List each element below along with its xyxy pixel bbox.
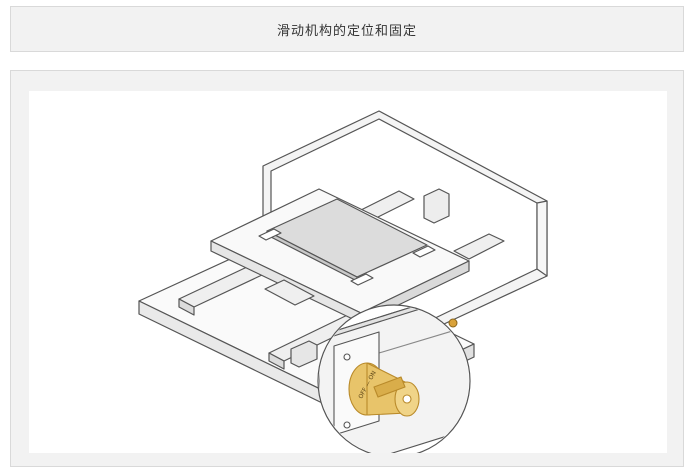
clamp-1 — [258, 228, 282, 241]
clamp-3 — [412, 245, 436, 258]
end-stop — [290, 340, 318, 368]
figure-panel: OFF — ON — [10, 70, 684, 467]
stopper-block — [423, 188, 450, 224]
detail-magnifier: OFF — ON — [317, 304, 471, 453]
figure-canvas: OFF — ON — [29, 91, 667, 453]
rail-back-2 — [453, 233, 505, 260]
rail-right-side — [268, 352, 285, 370]
knob-grip — [373, 376, 406, 398]
clamp-2 — [350, 273, 374, 286]
rail-left-side — [178, 298, 195, 316]
screw-top — [343, 353, 351, 361]
right-wall — [536, 200, 548, 277]
slide-mechanism-illustration: OFF — ON — [138, 110, 548, 453]
screw-bottom — [343, 421, 351, 429]
knob-cap-center — [402, 394, 412, 404]
title-bar: 滑动机构的定位和固定 — [10, 6, 684, 52]
figure-title: 滑动机构的定位和固定 — [276, 23, 417, 39]
guide-block — [264, 279, 315, 306]
indicator-hole — [448, 318, 458, 328]
